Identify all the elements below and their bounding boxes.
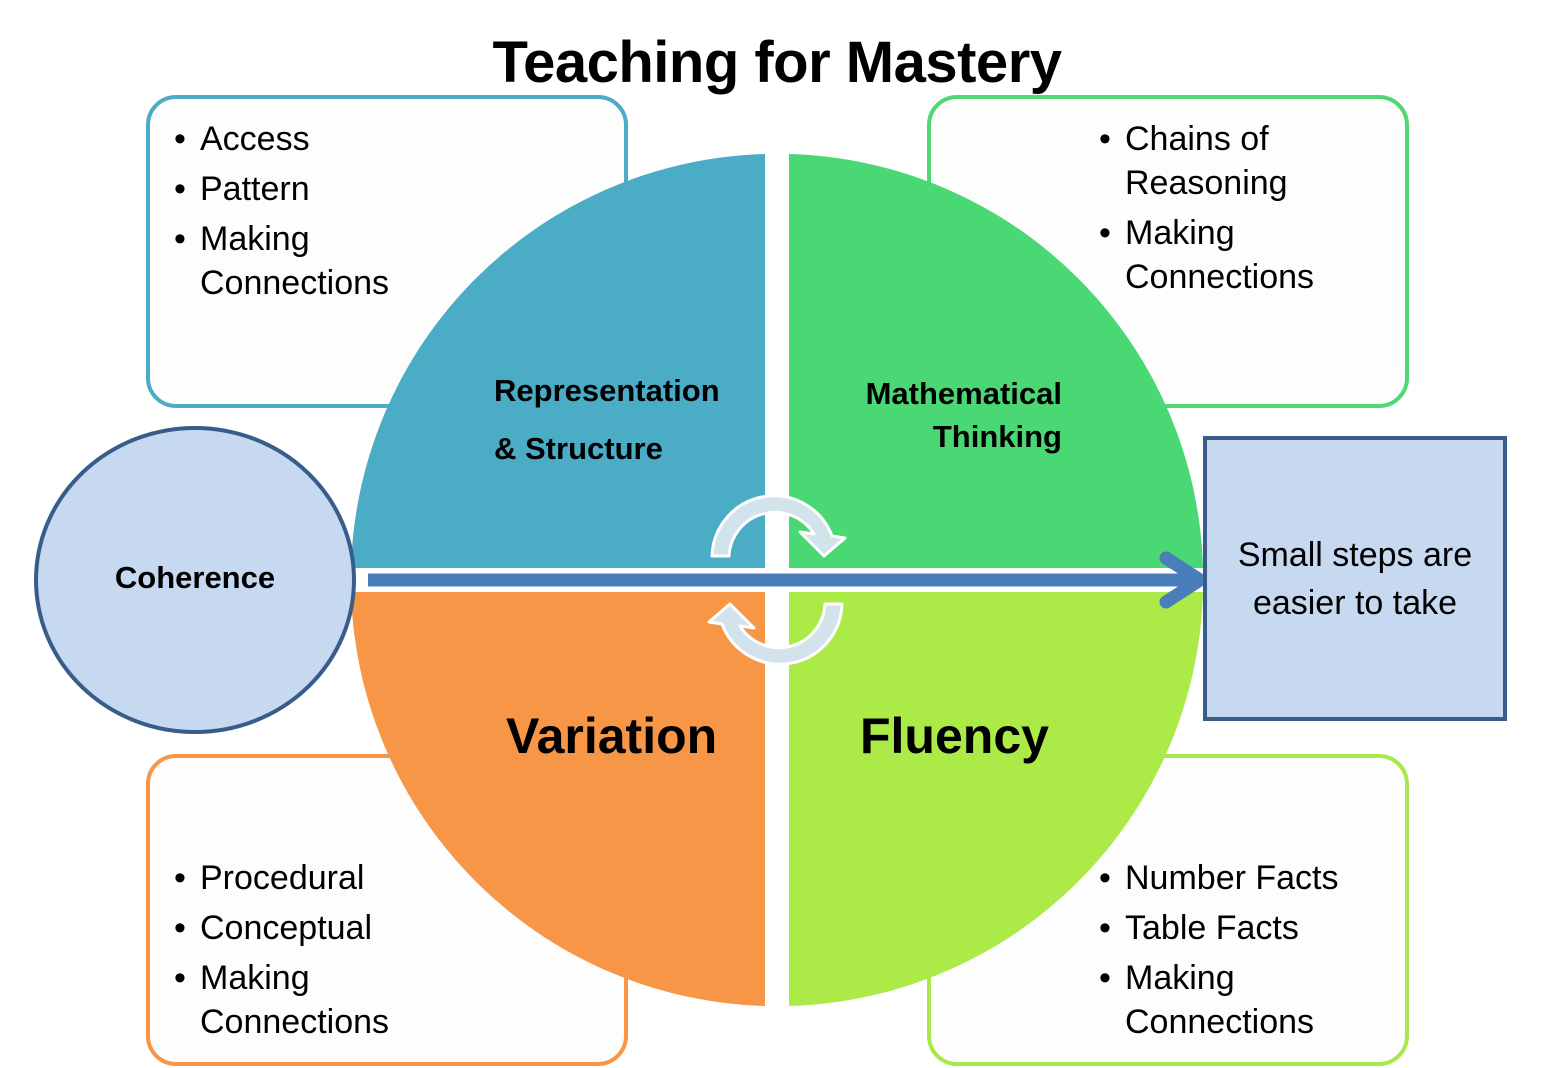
quadrant-fluency: [789, 592, 1203, 1006]
bullet-icon: •: [174, 220, 186, 258]
bullet-icon: •: [174, 170, 186, 208]
representation-bullet-list: •Access •Pattern •Making Connections: [174, 117, 420, 311]
small-steps-text: Small steps are easier to take: [1237, 535, 1473, 622]
fluency-bullet-list: •Number Facts •Table Facts •Making Conne…: [1099, 856, 1345, 1050]
coherence-label: Coherence: [114, 560, 276, 595]
quadrant-thinking: [789, 154, 1203, 568]
thinking-bullet-list: •Chains of Reasoning •Making Connections: [1099, 117, 1345, 305]
bullet-icon: •: [1099, 909, 1111, 947]
bullet-item: •Access: [174, 117, 420, 161]
bullet-item: •Making Connections: [1099, 956, 1345, 1044]
bullet-icon: •: [174, 120, 186, 158]
bullet-item: •Chains of Reasoning: [1099, 117, 1325, 205]
bullet-icon: •: [174, 859, 186, 897]
bullet-icon: •: [1099, 214, 1111, 252]
bullet-item: •Table Facts: [1099, 906, 1345, 950]
bullet-item: •Making Connections: [1099, 211, 1345, 299]
bullet-item: •Making Connections: [174, 956, 420, 1044]
bullet-icon: •: [1099, 859, 1111, 897]
thinking-label: Mathematical Thinking: [865, 376, 1062, 454]
variation-label: Variation: [506, 708, 718, 764]
bullet-item: •Conceptual: [174, 906, 420, 950]
cycle-arrow-bottom-icon: [707, 602, 844, 666]
coherence-circle: [34, 426, 356, 734]
bullet-item: •Making Connections: [174, 217, 420, 305]
quadrant-representation: [351, 154, 765, 568]
diagram-title: Teaching for Mastery: [492, 30, 1062, 95]
quadrant-variation: [351, 592, 765, 1006]
bullet-icon: •: [1099, 959, 1111, 997]
bullet-item: •Procedural: [174, 856, 420, 900]
small-steps-box: Small steps are easier to take: [1203, 436, 1507, 721]
representation-label: Representation & Structure: [494, 373, 720, 466]
variation-bullet-list: •Procedural •Conceptual •Making Connecti…: [174, 856, 420, 1050]
fluency-label: Fluency: [860, 708, 1049, 764]
bullet-icon: •: [174, 959, 186, 997]
bullet-item: •Pattern: [174, 167, 420, 211]
cycle-arrow-top-icon: [710, 494, 847, 558]
progression-arrow-head: [1159, 551, 1207, 609]
bullet-icon: •: [174, 909, 186, 947]
bullet-item: •Number Facts: [1099, 856, 1345, 900]
bullet-icon: •: [1099, 120, 1111, 158]
